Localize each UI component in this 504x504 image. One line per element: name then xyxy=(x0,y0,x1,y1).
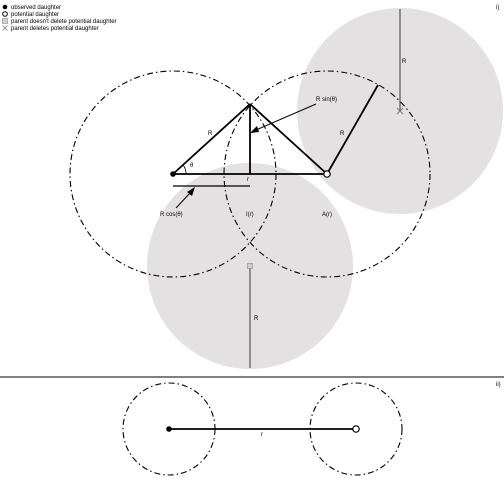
triangle-right-side xyxy=(249,103,328,175)
potential-daughter-point xyxy=(323,170,331,178)
cross-icon xyxy=(2,25,8,31)
legend-parent-deletes: parent deletes potential daughter xyxy=(11,26,99,32)
label-r-top: R xyxy=(402,59,407,65)
filled-circle-icon xyxy=(2,4,8,10)
panel-ii-tag: ii) xyxy=(496,382,501,388)
label-r-sin-theta: R sin(θ) xyxy=(316,97,337,103)
label-r-small: r xyxy=(247,177,249,183)
label-i-of-r: I(r) xyxy=(246,212,254,218)
grey-square-marker xyxy=(247,263,253,269)
label-r-bottom: R xyxy=(254,316,259,322)
legend-potential-daughter: potential daughter xyxy=(11,12,59,18)
legend-observed-daughter: observed daughter xyxy=(11,5,61,11)
label-theta: θ xyxy=(190,163,194,169)
theta-arc xyxy=(182,164,187,175)
observed-daughter-point xyxy=(170,171,176,177)
label-r-ii: r xyxy=(261,432,263,438)
label-r-left: R xyxy=(208,131,213,137)
rcos-arrow xyxy=(175,187,195,209)
open-circle-icon xyxy=(2,11,8,17)
rsin-arrow xyxy=(250,103,317,133)
grey-square-icon xyxy=(2,18,8,24)
triangle-left-side xyxy=(172,103,251,175)
panel-i-tag: i) xyxy=(496,5,499,11)
label-a-of-r: A(r) xyxy=(322,212,332,218)
label-r-right: R xyxy=(340,131,345,137)
cross-marker xyxy=(396,107,404,115)
label-r-cos-theta: R cos(θ) xyxy=(160,212,183,218)
legend: observed daughter potential daughter par… xyxy=(2,4,117,32)
dashdot-circle-potential xyxy=(223,70,431,278)
observed-daughter-point-ii xyxy=(166,426,172,432)
legend-parent-keeps: parent doesn't delete potential daughter xyxy=(11,19,117,25)
radius-line-right xyxy=(326,84,379,175)
potential-daughter-point-ii xyxy=(352,425,360,433)
